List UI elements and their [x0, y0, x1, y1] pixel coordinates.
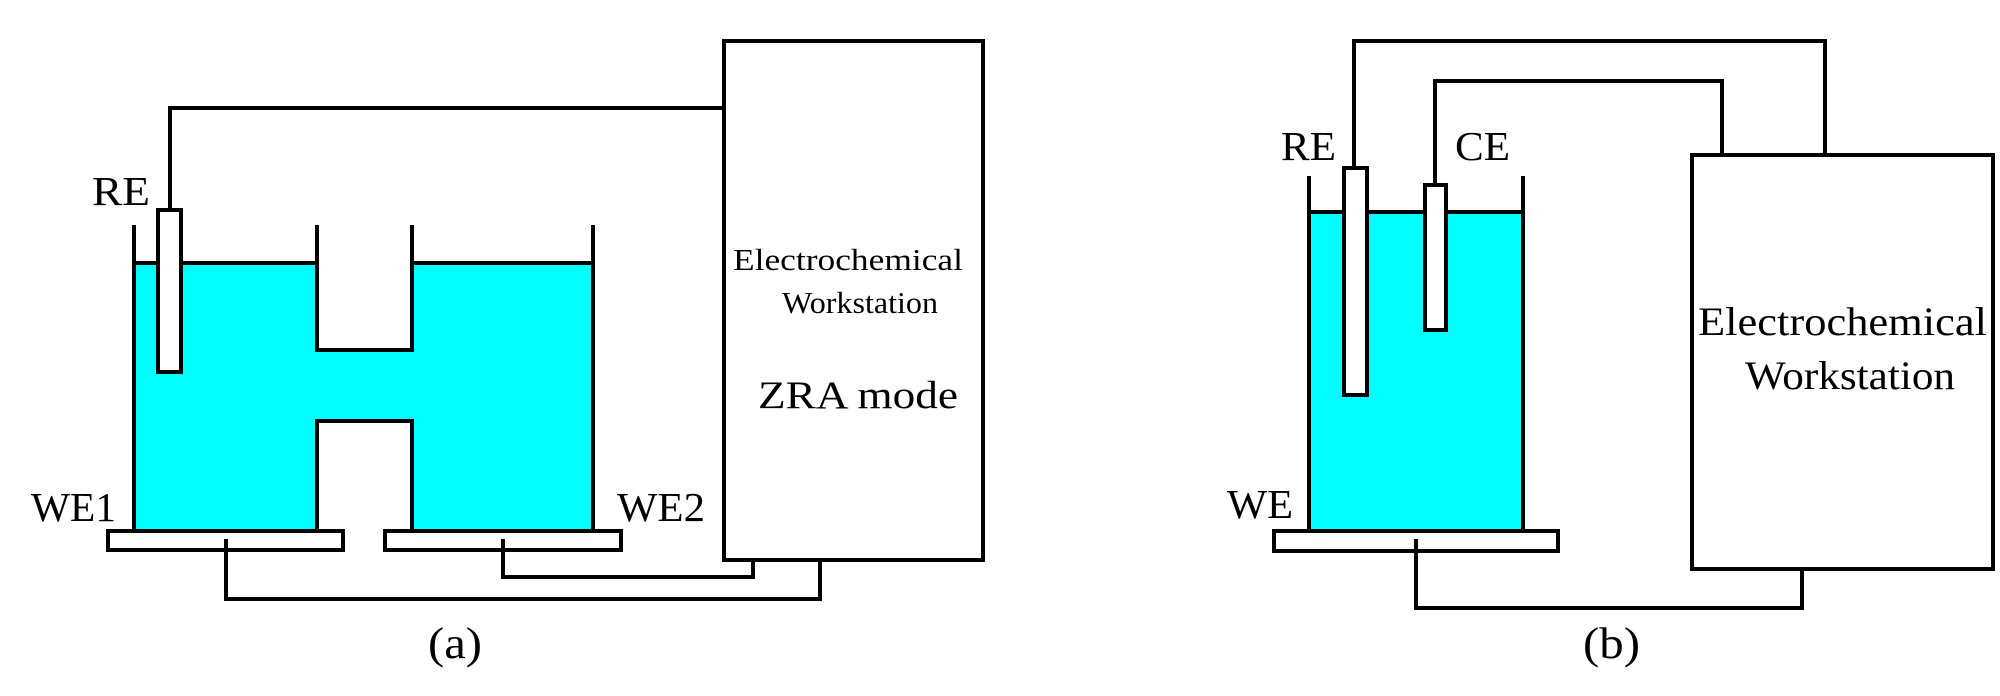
re-label-b: RE: [1281, 123, 1336, 169]
bridge-channel-liquid: [317, 350, 412, 421]
bottom-notch-wall: [315, 419, 414, 532]
ce-wire: [1433, 79, 1724, 187]
workstation-a-line2: Workstation: [782, 285, 939, 320]
panel-b: RE CE WE Electrochemical Workstation (b): [1227, 39, 1995, 668]
workstation-box-a: [722, 39, 985, 562]
reference-electrode-b: [1342, 166, 1369, 397]
workstation-b-line2: Workstation: [1745, 353, 1955, 398]
we2-label: WE2: [617, 484, 705, 530]
workstation-a-line1: Electrochemical: [733, 242, 963, 277]
beaker-liquid: [1309, 212, 1523, 530]
we-wire: [1414, 539, 1804, 610]
caption-a: (a): [428, 619, 482, 668]
ce-label: CE: [1455, 123, 1510, 169]
we2-wire: [501, 539, 755, 579]
re-label-a: RE: [92, 168, 150, 214]
h-cell-electrolyte: [134, 263, 593, 530]
top-notch-wall: [315, 225, 414, 352]
re-wire-b: [1352, 39, 1827, 170]
re-wire-a: [168, 106, 726, 212]
caption-b: (b): [1583, 619, 1640, 668]
panel-a: RE WE1 WE2 Electrochemical Workstation Z…: [31, 39, 985, 668]
we1-wire: [224, 539, 822, 601]
workstation-box-b: [1690, 153, 1995, 571]
reference-electrode-a: [156, 208, 183, 374]
right-chamber-liquid: [412, 263, 593, 530]
h-cell-walls: [132, 225, 595, 532]
workstation-b-line1: Electrochemical: [1698, 299, 1987, 344]
counter-electrode: [1423, 183, 1448, 332]
we-label: WE: [1227, 481, 1293, 527]
zra-mode-label: ZRA mode: [758, 374, 958, 417]
we1-label: WE1: [31, 484, 116, 530]
